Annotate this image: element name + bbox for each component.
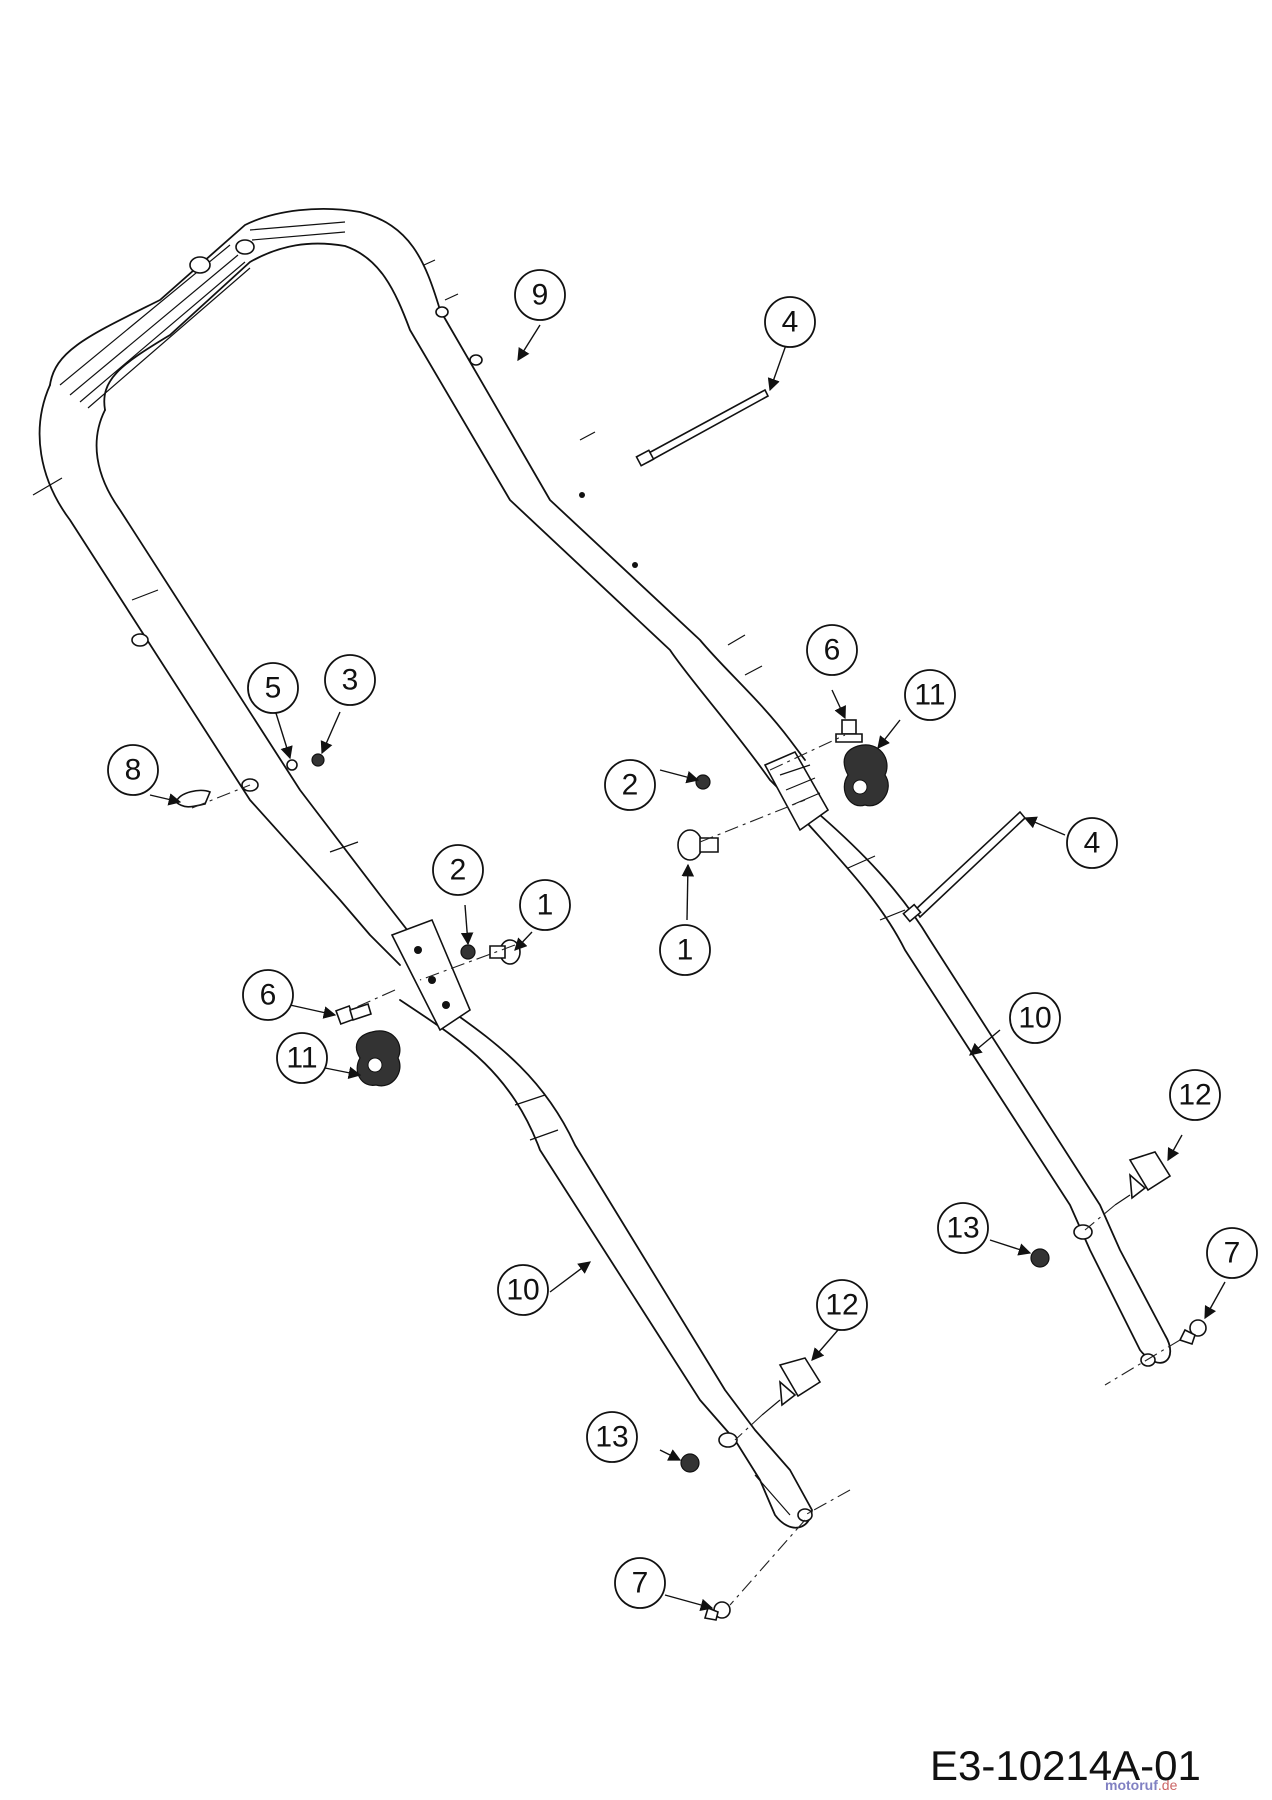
svg-text:2: 2 [450,854,467,887]
svg-text:9: 9 [532,279,549,312]
svg-text:1: 1 [677,934,694,967]
svg-text:5: 5 [265,672,282,705]
part-bubble-2-right: 2 [604,759,656,811]
svg-text:2: 2 [622,769,639,802]
svg-text:6: 6 [824,634,841,667]
part-bubble-4-upper: 4 [764,296,816,348]
washer-13-left [680,1453,700,1473]
part-bubble-4-lower: 4 [1066,817,1118,869]
pin-8 [175,789,212,808]
washer-13-right [1030,1248,1050,1268]
svg-text:11: 11 [286,1042,317,1075]
leader-lines [149,324,1226,1612]
part-bubble-3: 3 [324,654,376,706]
drawing-code: E3-10214A-01 [930,1742,1201,1789]
part-bubble-12-right: 12 [1169,1069,1221,1121]
nut-3 [311,753,325,767]
wing-knob-right [843,744,889,807]
svg-text:3: 3 [342,664,359,697]
watermark: motoruf.de [1105,1777,1178,1793]
watermark-suffix: .de [1158,1777,1178,1793]
svg-text:12: 12 [1178,1079,1211,1112]
svg-text:6: 6 [260,979,277,1012]
svg-text:12: 12 [825,1289,858,1322]
bolt-6-right [835,719,863,743]
part-bubble-7-right: 7 [1206,1227,1258,1279]
part-bubble-10-left: 10 [497,1264,549,1316]
wing-knob-left [355,1030,401,1087]
svg-text:10: 10 [506,1274,539,1307]
part-bubble-2-left: 2 [432,844,484,896]
part-bubble-13-right: 13 [937,1202,989,1254]
adjust-knob-right [1114,1151,1172,1206]
carriage-bolt-right [677,829,719,861]
assembly-centerlines [191,734,1181,1606]
svg-text:7: 7 [1224,1237,1241,1270]
svg-text:11: 11 [914,679,945,712]
part-bubble-1-left: 1 [519,879,571,931]
part-bubble-12-left: 12 [816,1279,868,1331]
part-bubble-6-right: 6 [806,624,858,676]
nut-2-left [460,944,476,960]
part-bubble-1-right: 1 [659,924,711,976]
part-bubble-10-right: 10 [1009,992,1061,1044]
cable-tie-lower [902,810,1027,923]
part-bubble-13-left: 13 [586,1411,638,1463]
part-bubble-5: 5 [247,662,299,714]
part-bubble-8: 8 [107,744,159,796]
clamp-bracket-left [390,918,471,1032]
svg-text:1: 1 [537,889,554,922]
part-bubble-6-left: 6 [242,969,294,1021]
washer-5 [286,759,298,771]
svg-text:4: 4 [1084,827,1101,860]
svg-text:7: 7 [632,1567,649,1600]
bolt-6-left [335,1002,372,1025]
part-bubble-9: 9 [514,269,566,321]
svg-text:13: 13 [595,1421,628,1454]
screw-7-right [1178,1319,1207,1346]
adjust-knob-left [761,1357,822,1416]
clamp-bracket-right [763,750,830,832]
cable-tie-upper [635,388,770,467]
screw-7-left [703,1601,731,1621]
watermark-main: motoruf [1105,1777,1158,1793]
lower-handle-left [399,999,813,1529]
part-bubble-11-right: 11 [904,669,956,721]
part-bubble-7-left: 7 [614,1557,666,1609]
svg-text:4: 4 [782,306,799,339]
part-bubble-11-left: 11 [276,1032,328,1084]
nut-2-right [695,774,711,790]
svg-text:13: 13 [946,1212,979,1245]
svg-text:10: 10 [1018,1002,1051,1035]
upper-handle [32,208,806,976]
svg-text:8: 8 [125,754,142,787]
